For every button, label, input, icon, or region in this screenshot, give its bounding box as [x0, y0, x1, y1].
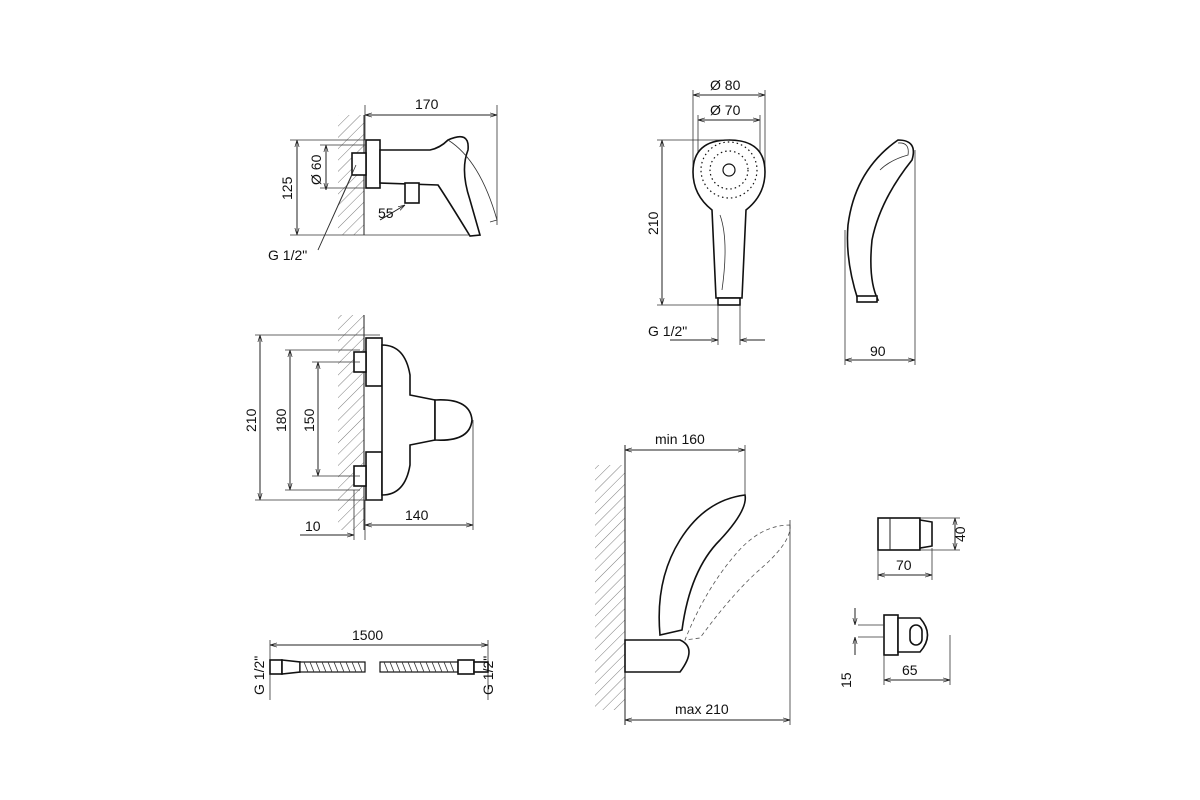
dim-shower-side-width: 90	[870, 343, 886, 359]
dim-mixer-outlet: 55	[378, 205, 394, 221]
dim-hose-length: 1500	[352, 627, 383, 643]
dim-front-180: 180	[273, 408, 289, 432]
dim-mixer-diameter: Ø 60	[308, 154, 324, 185]
hose-drawing: 1500 G 1/2" G 1/2"	[251, 627, 496, 700]
dim-front-150: 150	[301, 408, 317, 432]
dim-front-depth: 140	[405, 507, 429, 523]
dim-holder-height: 40	[952, 526, 968, 542]
holder-side-view: 15 65	[838, 608, 951, 688]
dim-holder-side-width: 65	[902, 662, 918, 678]
hose-thread-left: G 1/2"	[251, 656, 267, 695]
dim-shower-length: 210	[645, 211, 661, 235]
dim-holder-offset: 15	[838, 672, 854, 688]
dim-mixer-height: 125	[279, 176, 295, 200]
mixer-side-view: 170 125 Ø 60 55 G 1/2"	[268, 96, 498, 263]
dim-max-reach: max 210	[675, 701, 729, 717]
hose-thread-right: G 1/2"	[480, 656, 496, 695]
dim-shower-inner-diameter: Ø 70	[710, 102, 741, 118]
mixer-front-view: 210 180 150 10 140	[243, 315, 474, 540]
shower-thread-label: G 1/2"	[648, 323, 687, 339]
dim-min-reach: min 160	[655, 431, 705, 447]
dim-mixer-width: 170	[415, 96, 439, 112]
holder-top-view: 40 70	[877, 517, 968, 580]
dim-front-offset: 10	[305, 518, 321, 534]
hand-shower-drawing: Ø 80 Ø 70 210 G 1/2" 90	[645, 77, 916, 365]
dim-holder-width: 70	[896, 557, 912, 573]
mixer-thread-label: G 1/2"	[268, 247, 307, 263]
installed-view: min 160 max 210	[595, 431, 791, 725]
dim-front-height: 210	[243, 408, 259, 432]
dim-shower-outer-diameter: Ø 80	[710, 77, 741, 93]
